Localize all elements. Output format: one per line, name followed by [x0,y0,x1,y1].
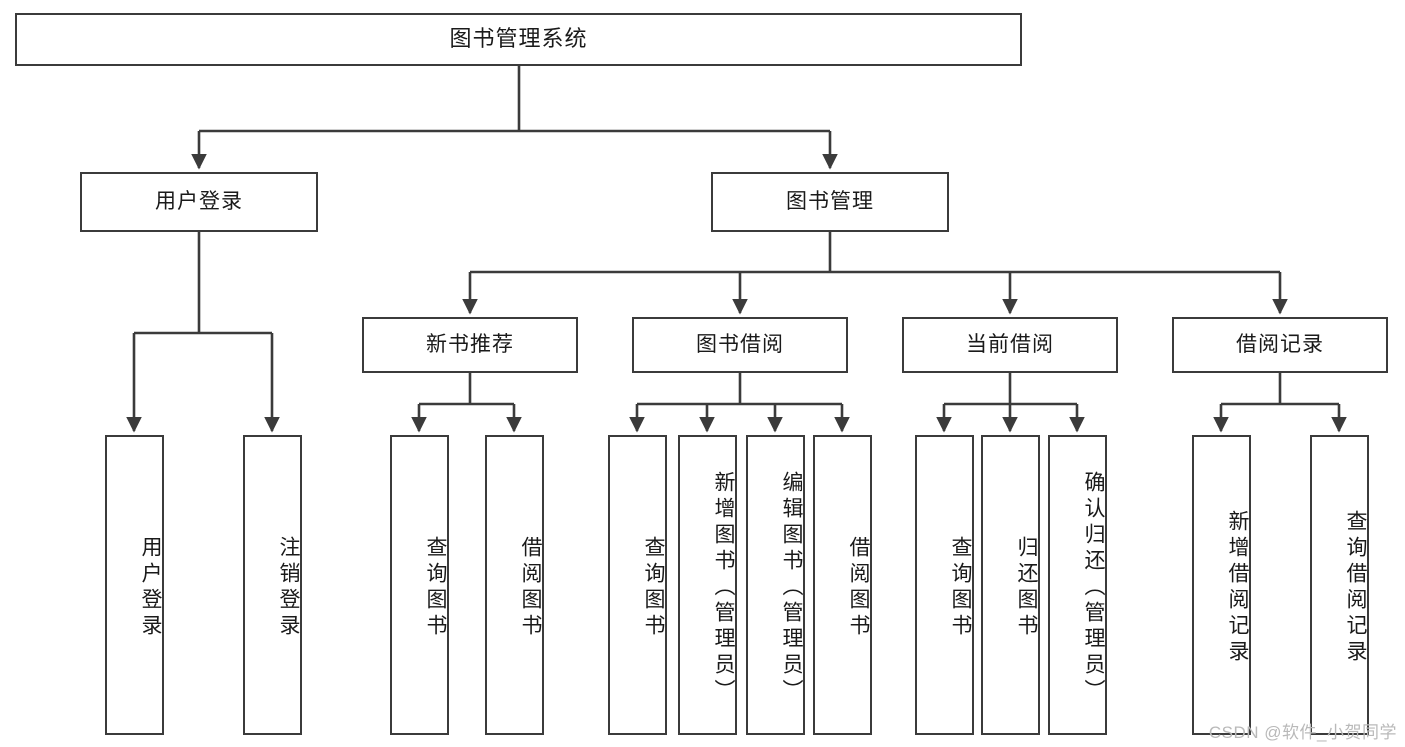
node-leaf-edit-book[interactable]: 编辑图书（管理员） [746,435,805,735]
node-leaf-query-book-1[interactable]: 查询图书 [390,435,449,735]
node-leaf-confirm-return[interactable]: 确认归还（管理员） [1048,435,1107,735]
node-book-borrow[interactable]: 图书借阅 [632,317,848,373]
node-book-manage[interactable]: 图书管理 [711,172,949,232]
node-leaf-user-login[interactable]: 用户登录 [105,435,164,735]
node-leaf-logout[interactable]: 注销登录 [243,435,302,735]
node-new-book-rec[interactable]: 新书推荐 [362,317,578,373]
node-leaf-add-record[interactable]: 新增借阅记录 [1192,435,1251,735]
node-borrow-record[interactable]: 借阅记录 [1172,317,1388,373]
node-leaf-query-book-2[interactable]: 查询图书 [608,435,667,735]
node-leaf-return-book[interactable]: 归还图书 [981,435,1040,735]
node-leaf-borrow-book-2[interactable]: 借阅图书 [813,435,872,735]
node-leaf-borrow-book-1[interactable]: 借阅图书 [485,435,544,735]
node-leaf-query-record[interactable]: 查询借阅记录 [1310,435,1369,735]
node-leaf-query-book-3[interactable]: 查询图书 [915,435,974,735]
node-current-borrow[interactable]: 当前借阅 [902,317,1118,373]
node-user-login[interactable]: 用户登录 [80,172,318,232]
node-book-management-system[interactable]: 图书管理系统 [15,13,1022,66]
node-leaf-add-book[interactable]: 新增图书（管理员） [678,435,737,735]
